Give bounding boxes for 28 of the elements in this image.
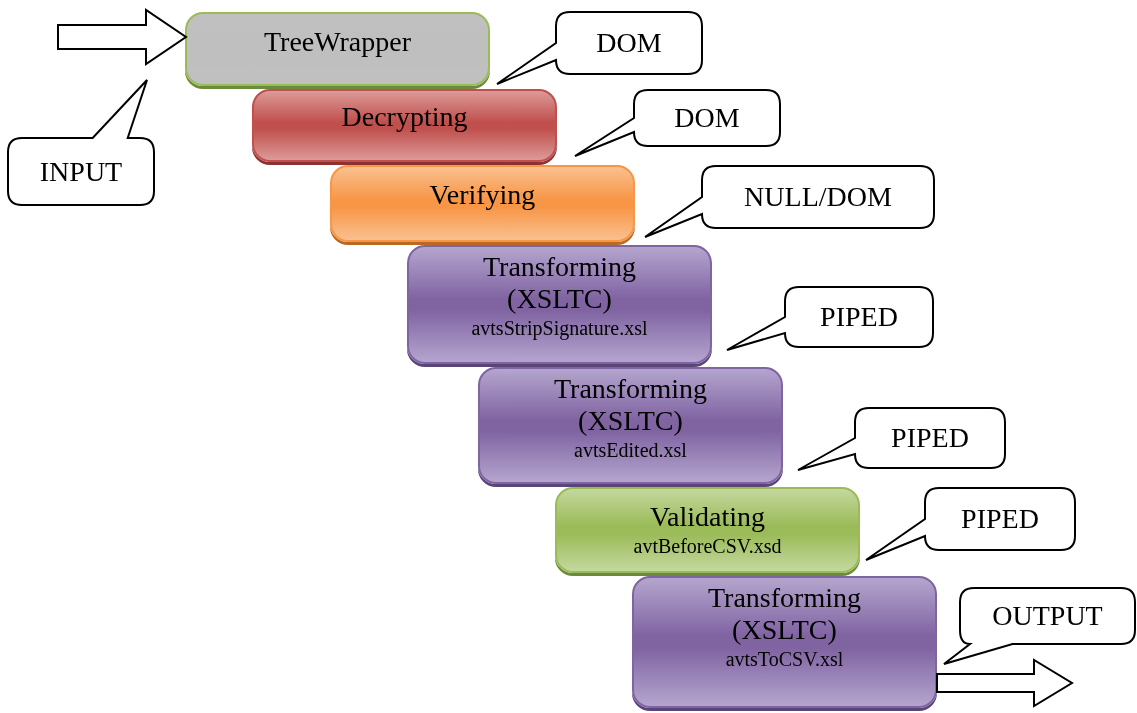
file-name: avtsToCSV.xsl	[725, 647, 844, 672]
file-name: avtBeforeCSV.xsd	[633, 534, 782, 559]
process-box	[632, 576, 937, 708]
step-title: Verifying	[429, 179, 536, 211]
callout-label: PIPED	[820, 301, 898, 333]
callout-label: INPUT	[39, 155, 123, 188]
file-name: avtsStripSignature.xsl	[471, 316, 648, 341]
step-title: Transforming (XSLTC)	[553, 373, 708, 437]
process-box	[407, 245, 712, 364]
process-box	[252, 89, 557, 162]
step-title: Validating	[649, 501, 766, 533]
step-title: Decrypting	[341, 101, 468, 133]
step-title: Transforming (XSLTC)	[482, 251, 637, 315]
callout-label: PIPED	[961, 503, 1039, 535]
block-arrow	[57, 8, 188, 66]
callout-label: PIPED	[891, 422, 969, 454]
process-box	[330, 165, 635, 242]
callout-label: OUTPUT	[992, 600, 1103, 632]
file-name: avtsEdited.xsl	[574, 438, 687, 463]
step-title: TreeWrapper	[263, 26, 412, 58]
callout-label: DOM	[674, 102, 740, 134]
step-title: Transforming (XSLTC)	[707, 582, 862, 646]
process-box	[478, 367, 783, 484]
callout-label: NULL/DOM	[744, 181, 892, 213]
block-arrow	[936, 658, 1074, 708]
callout-label: DOM	[596, 27, 662, 59]
process-box	[555, 487, 860, 573]
process-box	[185, 12, 490, 86]
